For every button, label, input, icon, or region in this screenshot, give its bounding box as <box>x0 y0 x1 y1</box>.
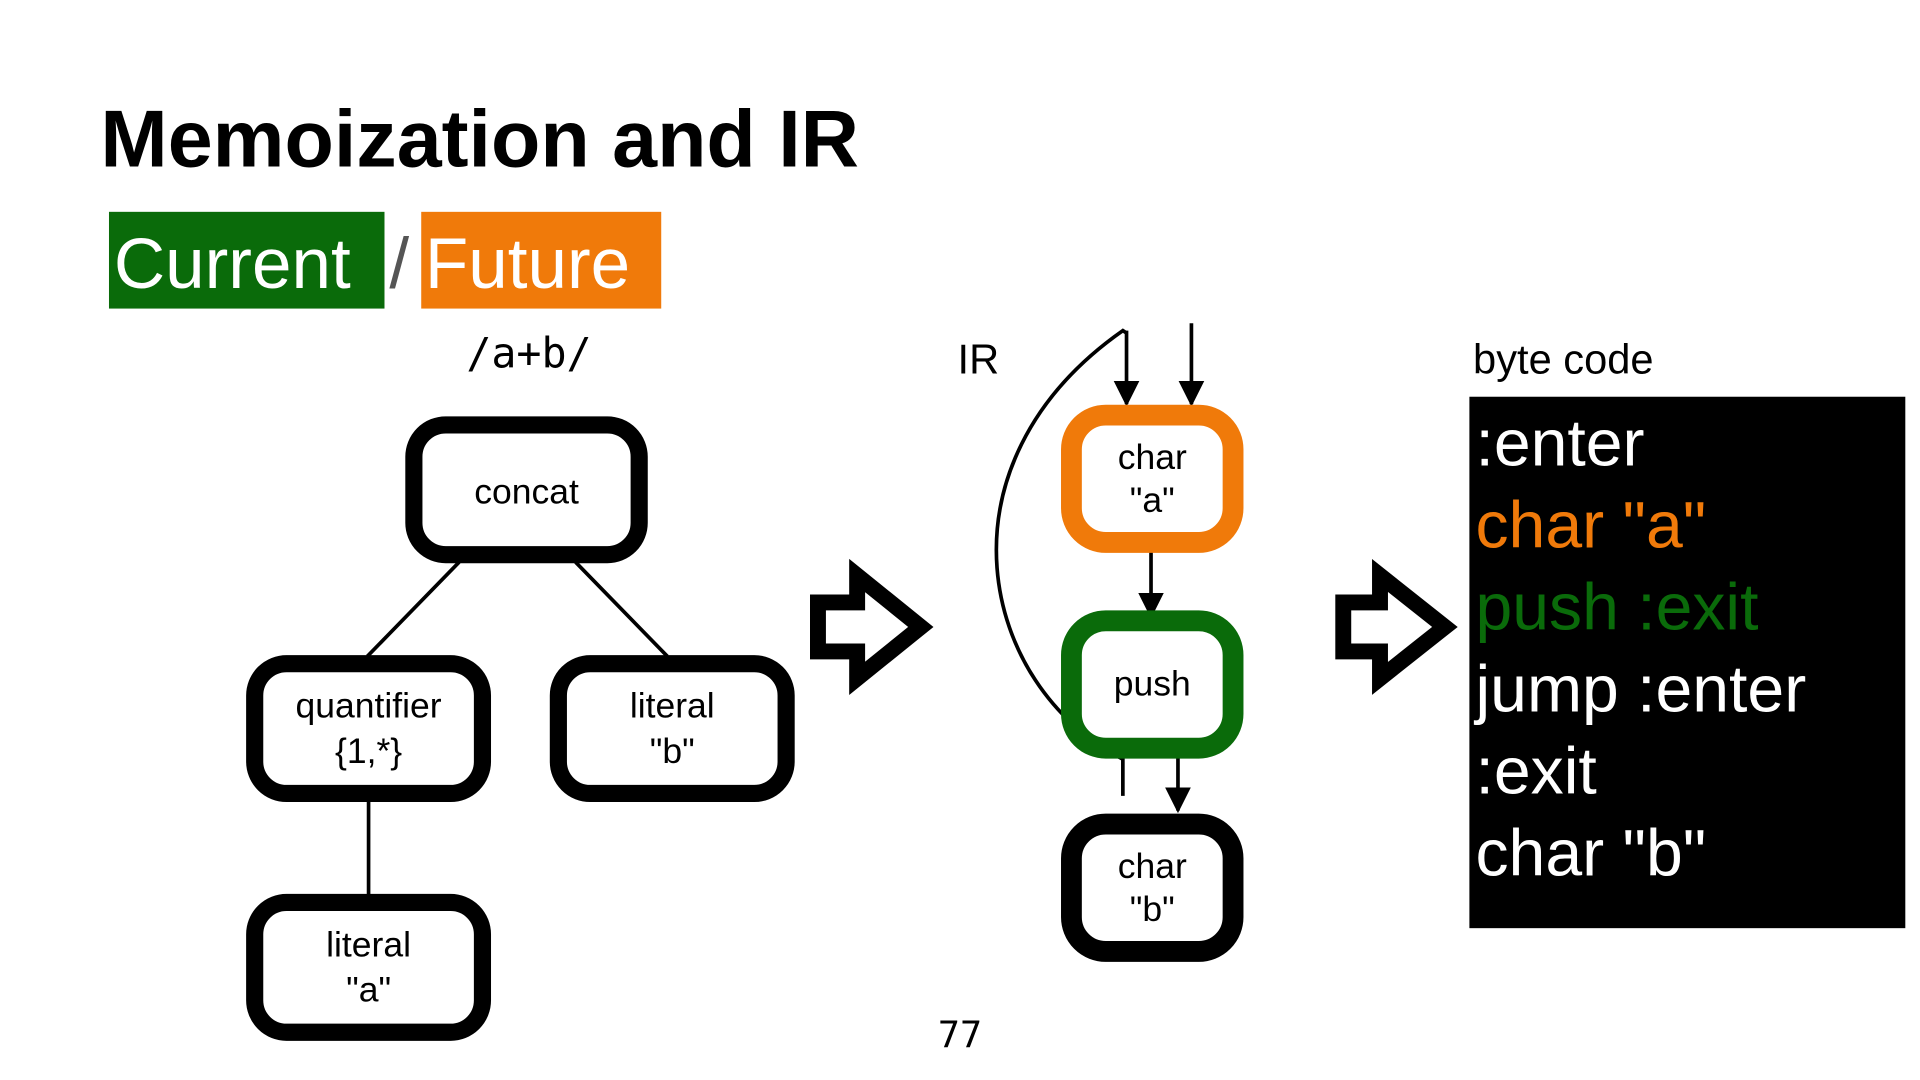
node-label: push <box>1114 664 1191 704</box>
legend-current: Current <box>114 225 351 304</box>
bytecode-line: jump :enter <box>1474 652 1807 726</box>
legend: Current / Future <box>108 211 662 309</box>
page-number: 77 <box>938 1013 982 1056</box>
slide-title: Memoization and IR <box>100 95 859 185</box>
ast-caption: /a+b/ <box>466 328 591 377</box>
bytecode-line: :exit <box>1476 734 1597 808</box>
node-label: char <box>1118 437 1187 477</box>
ast-node-quantifier: quantifier {1,*} <box>246 655 492 803</box>
node-label: quantifier <box>296 686 442 726</box>
ir-node-char-b: char "b" <box>1061 813 1244 962</box>
node-sublabel: "a" <box>346 970 391 1010</box>
node-sublabel: {1,*} <box>335 731 402 771</box>
ast-node-literal-b: literal "b" <box>549 655 795 803</box>
legend-future: Future <box>425 225 630 304</box>
bytecode-box <box>1469 396 1906 929</box>
edge-concat-literal-b <box>574 560 669 658</box>
node-sublabel: "b" <box>650 731 695 771</box>
bytecode-line: char "a" <box>1476 488 1707 562</box>
legend-future-bg <box>421 211 662 309</box>
ast-node-literal-a: literal "a" <box>246 893 492 1041</box>
bytecode-caption: byte code <box>1473 335 1654 382</box>
node-label: literal <box>326 924 411 964</box>
bytecode-line: :enter <box>1476 406 1645 480</box>
node-label: char <box>1118 846 1187 886</box>
node-sublabel: "a" <box>1130 480 1175 520</box>
legend-current-bg <box>108 211 385 309</box>
ast-diagram: /a+b/ concat quantifier {1,*} literal "b… <box>246 328 795 1041</box>
transform-arrow-icon <box>810 558 934 696</box>
ir-node-push: push <box>1061 610 1244 759</box>
node-label: concat <box>474 471 579 511</box>
bytecode-line: push :exit <box>1476 570 1759 644</box>
node-label: literal <box>630 686 715 726</box>
transform-arrow-icon <box>1335 559 1458 695</box>
edge-concat-quantifier <box>366 560 461 658</box>
ir-diagram: IR char "a" push char "b" <box>958 323 1244 962</box>
node-sublabel: "b" <box>1130 889 1175 929</box>
ast-node-concat: concat <box>405 416 648 564</box>
ir-node-char-a: char "a" <box>1061 404 1244 553</box>
legend-separator: / <box>389 225 409 304</box>
ir-caption: IR <box>958 335 1000 382</box>
bytecode-line: char "b" <box>1476 817 1707 891</box>
bytecode-panel: byte code :enter char "a" push :exit jum… <box>1469 335 1906 929</box>
